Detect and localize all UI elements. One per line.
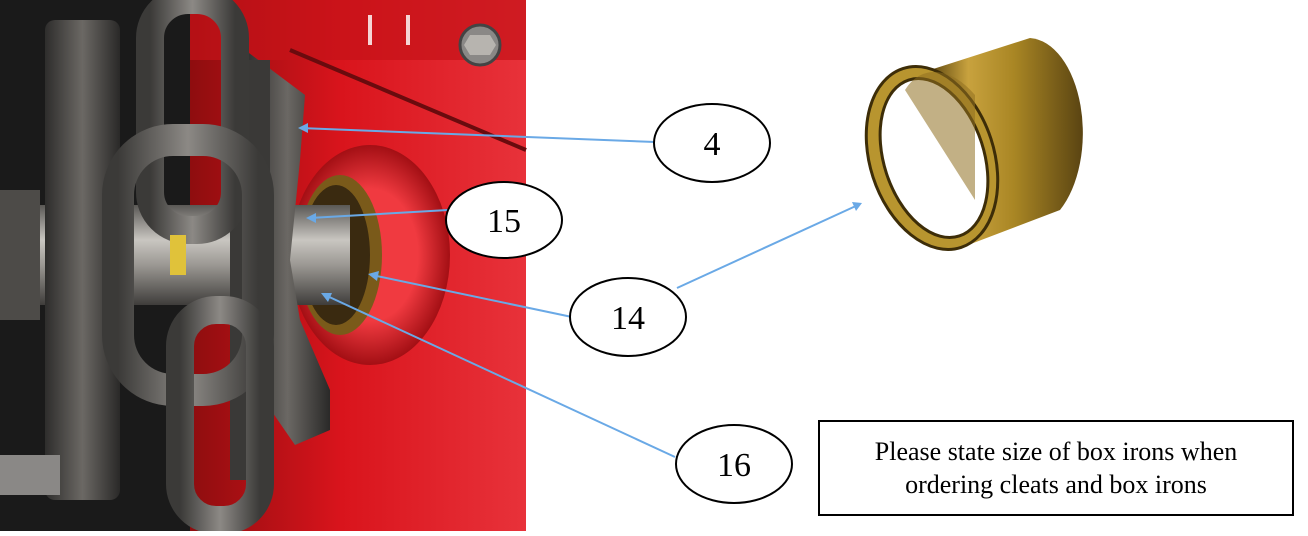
leader-line-4 — [299, 127, 656, 143]
ordering-note-line-1: Please state size of box irons when — [874, 437, 1238, 466]
leader-arrow-14-photo — [368, 271, 379, 281]
ordering-note-text: Please state size of box irons when orde… — [875, 435, 1237, 501]
leader-line-16 — [324, 294, 676, 458]
callout-bubble-4 — [653, 103, 771, 183]
callout-label-15: 15 — [487, 203, 521, 240]
frame-edge — [289, 48, 527, 152]
leader-lines — [298, 123, 862, 458]
box-iron-plate-left — [45, 20, 120, 500]
callout-bubble-15 — [445, 181, 563, 259]
frame-bolt-head — [464, 35, 496, 55]
callout-label-16: 16 — [717, 447, 751, 484]
callout-bubbles — [445, 103, 793, 504]
shaft-left — [0, 190, 40, 320]
chain-link-top — [136, 0, 249, 244]
leader-arrow-16 — [321, 293, 332, 302]
callout-bubble-16 — [675, 424, 793, 504]
leader-line-14-part — [676, 204, 859, 289]
callout-label-14: 14 — [611, 300, 645, 337]
bushing-illustration — [864, 38, 1083, 251]
leader-line-15 — [309, 209, 449, 219]
photo-chain-assembly — [0, 0, 527, 534]
leader-arrow-15 — [306, 213, 316, 223]
callout-bubble-14 — [569, 277, 687, 357]
photo-fragment — [0, 455, 60, 495]
ordering-note-line-2: ordering cleats and box irons — [905, 470, 1207, 499]
leader-arrow-14-part — [852, 202, 862, 211]
leader-arrow-4 — [298, 123, 308, 133]
callout-label-4: 4 — [704, 126, 721, 163]
chain-link-bottom — [166, 296, 274, 534]
chain-marking — [170, 235, 186, 275]
callout-labels: 4 15 14 16 — [487, 126, 751, 484]
ordering-note-box: Please state size of box irons when orde… — [818, 420, 1294, 516]
bushing-inner-shade — [905, 71, 975, 201]
leader-line-14-photo — [371, 274, 573, 318]
